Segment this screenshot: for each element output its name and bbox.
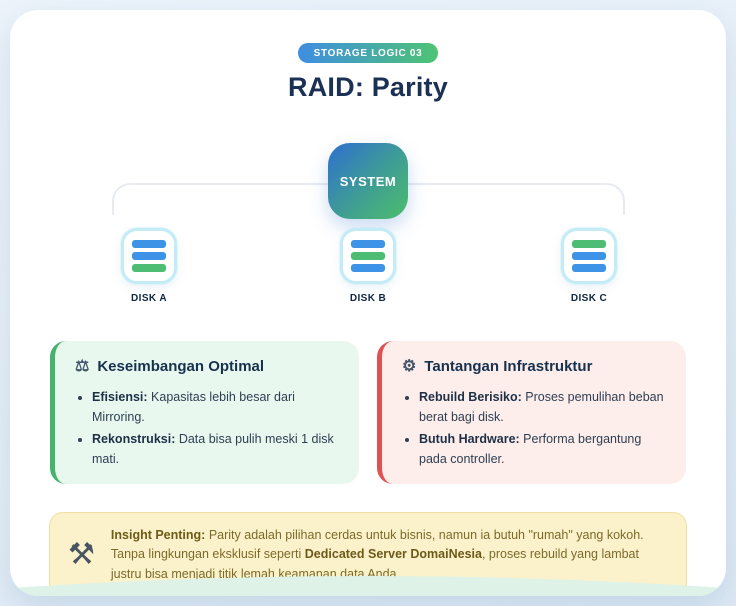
insight-callout: ⚒ Insight Penting: Parity adalah pilihan… (49, 512, 687, 596)
hammer-wrench-icon: ⚒ (68, 538, 95, 572)
list-item: Rebuild Berisiko: Proses pemulihan beban… (419, 387, 666, 427)
insight-text: Insight Penting: Parity adalah pilihan c… (110, 528, 644, 581)
card-pros-title: ⚖ Keseimbangan Optimal (75, 358, 339, 375)
system-node: SYSTEM (328, 143, 408, 219)
card-pros-title-text: Keseimbangan Optimal (97, 358, 265, 375)
card-cons: ⚙ Tantangan Infrastruktur Rebuild Berisi… (377, 341, 686, 484)
disk-a-label: DISK A (131, 293, 167, 304)
raid-diagram: SYSTEM DISK A DISK B DISK C (10, 103, 726, 308)
disk-c: DISK C (561, 228, 617, 304)
disk-c-label: DISK C (570, 293, 608, 304)
disk-b-icon (340, 228, 396, 284)
card-cons-title-text: Tantangan Infrastruktur (424, 358, 593, 375)
disk-b: DISK B (340, 228, 396, 304)
card-cons-list: Rebuild Berisiko: Proses pemulihan beban… (402, 387, 666, 469)
gear-icon: ⚙ (402, 357, 417, 375)
infographic-card: STORAGE LOGIC 03 RAID: Parity SYSTEM DIS… (10, 10, 726, 596)
card-pros-list: Efisiensi: Kapasitas lebih besar dari Mi… (75, 387, 339, 469)
balance-scale-icon: ⚖ (75, 357, 90, 375)
bottom-wave-decoration (10, 576, 726, 596)
storage-logic-badge: STORAGE LOGIC 03 (297, 43, 439, 63)
page-title: RAID: Parity (288, 72, 448, 102)
card-pros: ⚖ Keseimbangan Optimal Efisiensi: Kapasi… (50, 341, 359, 484)
disk-a-icon (121, 228, 177, 284)
list-item: Efisiensi: Kapasitas lebih besar dari Mi… (92, 387, 339, 427)
cards-row: ⚖ Keseimbangan Optimal Efisiensi: Kapasi… (10, 341, 726, 484)
disk-c-icon (561, 228, 617, 284)
list-item: Butuh Hardware: Performa bergantung pada… (419, 429, 666, 469)
list-item: Rekonstruksi: Data bisa pulih meski 1 di… (92, 429, 339, 469)
disk-a: DISK A (121, 228, 177, 304)
card-cons-title: ⚙ Tantangan Infrastruktur (402, 358, 666, 375)
disk-b-label: DISK B (349, 293, 387, 304)
